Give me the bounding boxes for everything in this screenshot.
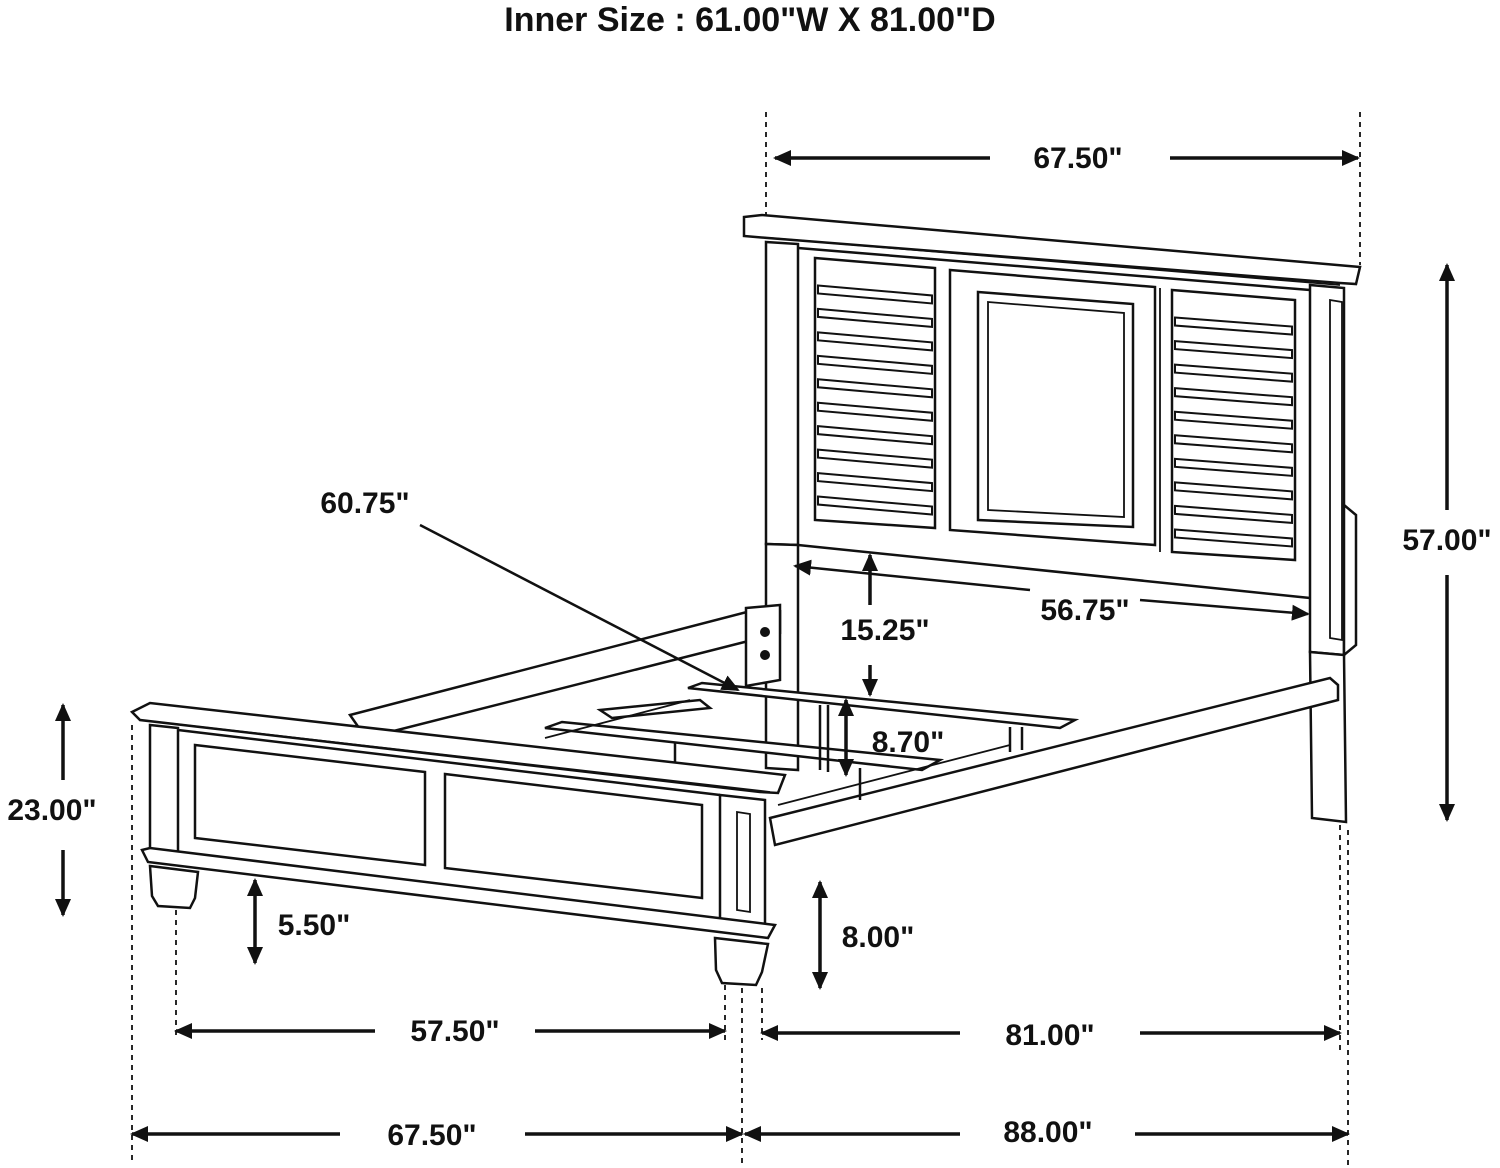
- louver-slats: [817, 284, 1293, 548]
- footboard: [129, 701, 787, 987]
- louver-slat: [817, 307, 933, 329]
- label-slat-height: 8.70": [872, 726, 945, 759]
- louver-slat: [1174, 340, 1293, 360]
- label-footboard-inner-width: 57.50": [410, 1015, 499, 1048]
- footboard-right-panel: [443, 772, 704, 900]
- louver-slat: [817, 331, 933, 352]
- footboard-left-foot: [148, 864, 200, 910]
- label-headboard-height: 57.00": [1402, 524, 1491, 557]
- louver-slat: [817, 378, 933, 399]
- footboard-left-panel: [193, 743, 427, 867]
- label-inner-length: 81.00": [1005, 1019, 1094, 1052]
- label-inner-headboard-width: 56.75": [1040, 594, 1129, 627]
- louver-slat: [817, 495, 933, 516]
- dimension-arrows: [55, 150, 1455, 1142]
- headboard-right-post: [1308, 283, 1346, 657]
- louver-slat: [1174, 387, 1293, 407]
- louver-slat: [1174, 434, 1293, 454]
- diagram-title: Inner Size : 61.00"W X 81.00"D: [504, 1, 996, 39]
- louver-slat: [817, 448, 933, 469]
- louver-slat: [817, 284, 933, 305]
- footboard-right-foot: [713, 936, 770, 987]
- slat-back: [687, 681, 1080, 730]
- louver-slat: [1174, 316, 1293, 336]
- louver-slat: [1174, 528, 1293, 548]
- far-side-rail: [347, 605, 782, 740]
- louver-slat: [1174, 481, 1293, 501]
- center-panel: [948, 268, 1157, 547]
- louver-slat: [817, 425, 933, 446]
- dimension-labels: 67.50" 57.00" 60.75" 56.75" 15.25" 8.70"…: [7, 142, 1491, 1152]
- headboard-crown: [742, 213, 1362, 286]
- label-overall-width: 67.50": [387, 1119, 476, 1152]
- louver-slat: [1174, 457, 1293, 477]
- label-overall-length: 88.00": [1003, 1116, 1092, 1149]
- louver-slat: [817, 471, 933, 493]
- label-footboard-height: 23.00": [7, 794, 96, 827]
- label-side-rail-clearance: 8.00": [842, 921, 915, 954]
- near-side-rail: [768, 676, 1340, 847]
- louver-slat: [1174, 410, 1293, 430]
- louver-slat: [817, 401, 933, 422]
- label-footboard-leg-height: 5.50": [278, 909, 351, 942]
- louver-slat: [1174, 363, 1293, 383]
- label-headboard-width: 67.50": [1033, 142, 1122, 175]
- label-headboard-clearance: 15.25": [840, 614, 929, 647]
- louver-slat: [817, 354, 933, 375]
- label-diagonal: 60.75": [320, 487, 409, 520]
- headboard-left-post: [764, 240, 800, 547]
- louver-slat: [1174, 504, 1293, 524]
- headboard: [742, 213, 1362, 824]
